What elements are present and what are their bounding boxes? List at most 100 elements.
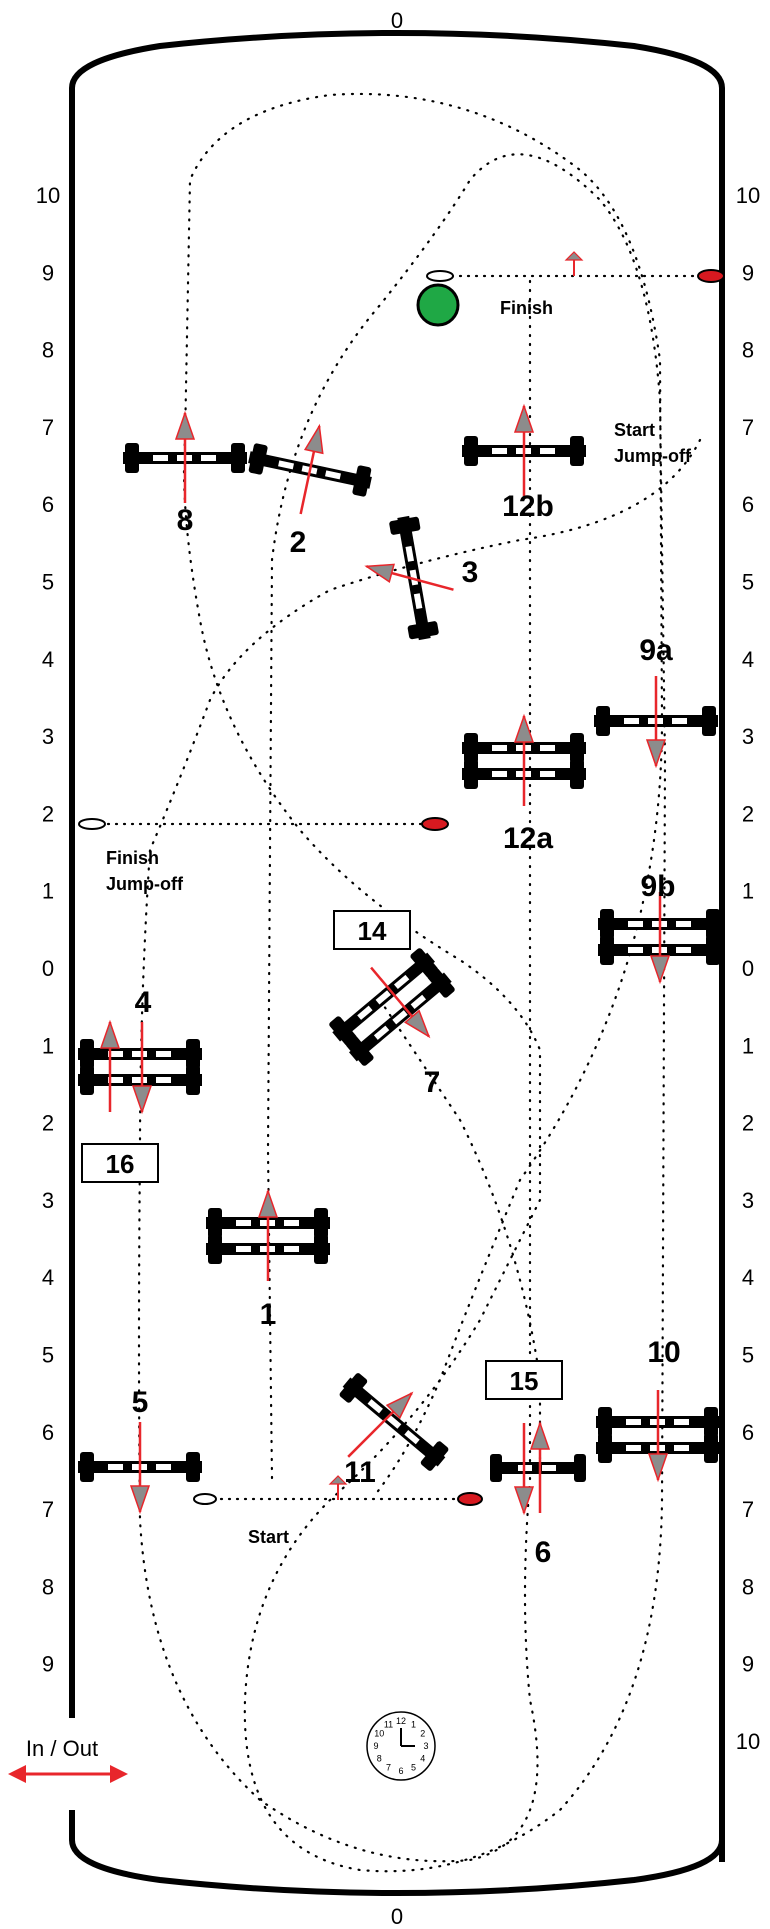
arena-wall-bottom bbox=[69, 1810, 725, 1896]
right-scale-tick: 9 bbox=[742, 260, 754, 285]
right-scale-tick: 4 bbox=[742, 1265, 754, 1290]
right-scale-tick: 2 bbox=[742, 801, 754, 826]
left-scale-tick: 10 bbox=[36, 183, 60, 208]
clock-numeral: 4 bbox=[420, 1754, 425, 1764]
obstacle-number-9b: 9b bbox=[640, 870, 675, 903]
clock-numeral: 5 bbox=[411, 1763, 416, 1773]
svg-text:14: 14 bbox=[358, 916, 387, 946]
direction-arrow bbox=[328, 1475, 348, 1500]
obstacle-number-5: 5 bbox=[132, 1386, 149, 1419]
obstacle-number-11: 11 bbox=[344, 1456, 376, 1489]
scale-top-zero: 0 bbox=[391, 8, 403, 33]
left-scale-tick: 0 bbox=[42, 956, 54, 981]
left-scale-tick: 6 bbox=[42, 492, 54, 517]
obstacle-number-9a: 9a bbox=[639, 634, 673, 667]
jumpoff-path bbox=[137, 278, 702, 1863]
right-scale-tick: 1 bbox=[742, 1033, 754, 1058]
left-scale-tick: 4 bbox=[42, 1265, 54, 1290]
left-scale-tick: 1 bbox=[42, 879, 54, 904]
start-label: Start bbox=[248, 1527, 289, 1547]
red-flag-marker bbox=[421, 817, 449, 831]
left-scale-tick: 6 bbox=[42, 1420, 54, 1445]
left-scale-tick: 1 bbox=[42, 1033, 54, 1058]
in-out-arrow bbox=[8, 1765, 128, 1783]
obstacle-number-4: 4 bbox=[135, 986, 152, 1019]
left-scale-tick: 9 bbox=[42, 1652, 54, 1677]
obstacle-5 bbox=[78, 1420, 202, 1514]
clock-numeral: 8 bbox=[377, 1754, 382, 1764]
right-scale-tick: 10 bbox=[736, 183, 760, 208]
start-jumpoff-label-1: Start bbox=[614, 420, 655, 440]
right-scale-tick: 5 bbox=[742, 570, 754, 595]
obstacle-number-3: 3 bbox=[462, 556, 479, 589]
left-scale-tick: 9 bbox=[42, 260, 54, 285]
boxed-number-16: 16 bbox=[81, 1143, 159, 1183]
obstacle-9a bbox=[594, 674, 718, 768]
left-scale-tick: 7 bbox=[42, 1497, 54, 1522]
right-scale-tick: 0 bbox=[742, 956, 754, 981]
left-scale-tick: 2 bbox=[42, 1111, 54, 1136]
obstacle-number-10: 10 bbox=[647, 1336, 680, 1369]
direction-arrow bbox=[564, 251, 584, 276]
obstacle-number-7: 7 bbox=[424, 1066, 441, 1099]
obstacle-9b bbox=[598, 890, 722, 984]
obstacle-10 bbox=[596, 1388, 720, 1482]
clock-numeral: 9 bbox=[373, 1741, 378, 1751]
left-scale-tick: 4 bbox=[42, 647, 54, 672]
right-scale-tick: 4 bbox=[742, 647, 754, 672]
left-scale-tick: 8 bbox=[42, 1574, 54, 1599]
clock-numeral: 10 bbox=[374, 1729, 384, 1739]
obstacle-number-12b: 12b bbox=[502, 490, 554, 523]
right-scale-tick: 3 bbox=[742, 724, 754, 749]
right-scale-tick: 8 bbox=[742, 338, 754, 363]
obstacle-number-12a: 12a bbox=[503, 822, 553, 855]
white-flag-marker bbox=[426, 270, 454, 282]
left-scale-tick: 3 bbox=[42, 1188, 54, 1213]
arena-wall bbox=[69, 30, 725, 1862]
left-scale-tick: 2 bbox=[42, 801, 54, 826]
red-flag-marker bbox=[697, 269, 725, 283]
obstacle-1 bbox=[206, 1189, 330, 1283]
obstacle-7 bbox=[327, 946, 458, 1069]
obstacle-6 bbox=[490, 1421, 586, 1515]
boxed-number-14: 14 bbox=[333, 910, 411, 950]
right-scale-tick: 7 bbox=[742, 415, 754, 440]
left-scale-tick: 3 bbox=[42, 724, 54, 749]
obstacle-number-8: 8 bbox=[177, 504, 194, 537]
path-segment bbox=[378, 998, 542, 1462]
right-scale-tick: 9 bbox=[742, 1652, 754, 1677]
left-scale-tick: 7 bbox=[42, 415, 54, 440]
obstacle-number-6: 6 bbox=[535, 1536, 552, 1569]
white-flag-marker bbox=[193, 1493, 217, 1505]
right-scale-tick: 2 bbox=[742, 1111, 754, 1136]
white-flag-marker bbox=[78, 818, 106, 830]
finish-circle-marker bbox=[416, 283, 460, 327]
boxed-number-15: 15 bbox=[485, 1360, 563, 1400]
svg-text:15: 15 bbox=[510, 1366, 539, 1396]
left-scale-tick: 8 bbox=[42, 338, 54, 363]
right-scale-tick: 6 bbox=[742, 492, 754, 517]
right-scale-tick: 8 bbox=[742, 1574, 754, 1599]
clock-numeral: 11 bbox=[384, 1719, 393, 1729]
left-scale-tick: 5 bbox=[42, 570, 54, 595]
right-scale-tick: 5 bbox=[742, 1343, 754, 1368]
obstacle-number-1: 1 bbox=[260, 1298, 277, 1331]
course-path bbox=[182, 92, 667, 1873]
clock-numeral: 6 bbox=[398, 1766, 403, 1776]
clock-numeral: 2 bbox=[420, 1729, 425, 1739]
red-flag-marker bbox=[457, 1492, 483, 1506]
svg-text:16: 16 bbox=[106, 1149, 135, 1179]
in-out-label: In / Out bbox=[26, 1736, 98, 1761]
finish-jumpoff-label-2: Jump-off bbox=[106, 874, 184, 894]
finish-label: Finish bbox=[500, 298, 553, 318]
obstacle-2 bbox=[246, 422, 374, 518]
right-scale-tick: 6 bbox=[742, 1420, 754, 1445]
start-jumpoff-label-2: Jump-off bbox=[614, 446, 692, 466]
clock-numeral: 7 bbox=[386, 1763, 391, 1773]
right-scale-tick: 3 bbox=[742, 1188, 754, 1213]
